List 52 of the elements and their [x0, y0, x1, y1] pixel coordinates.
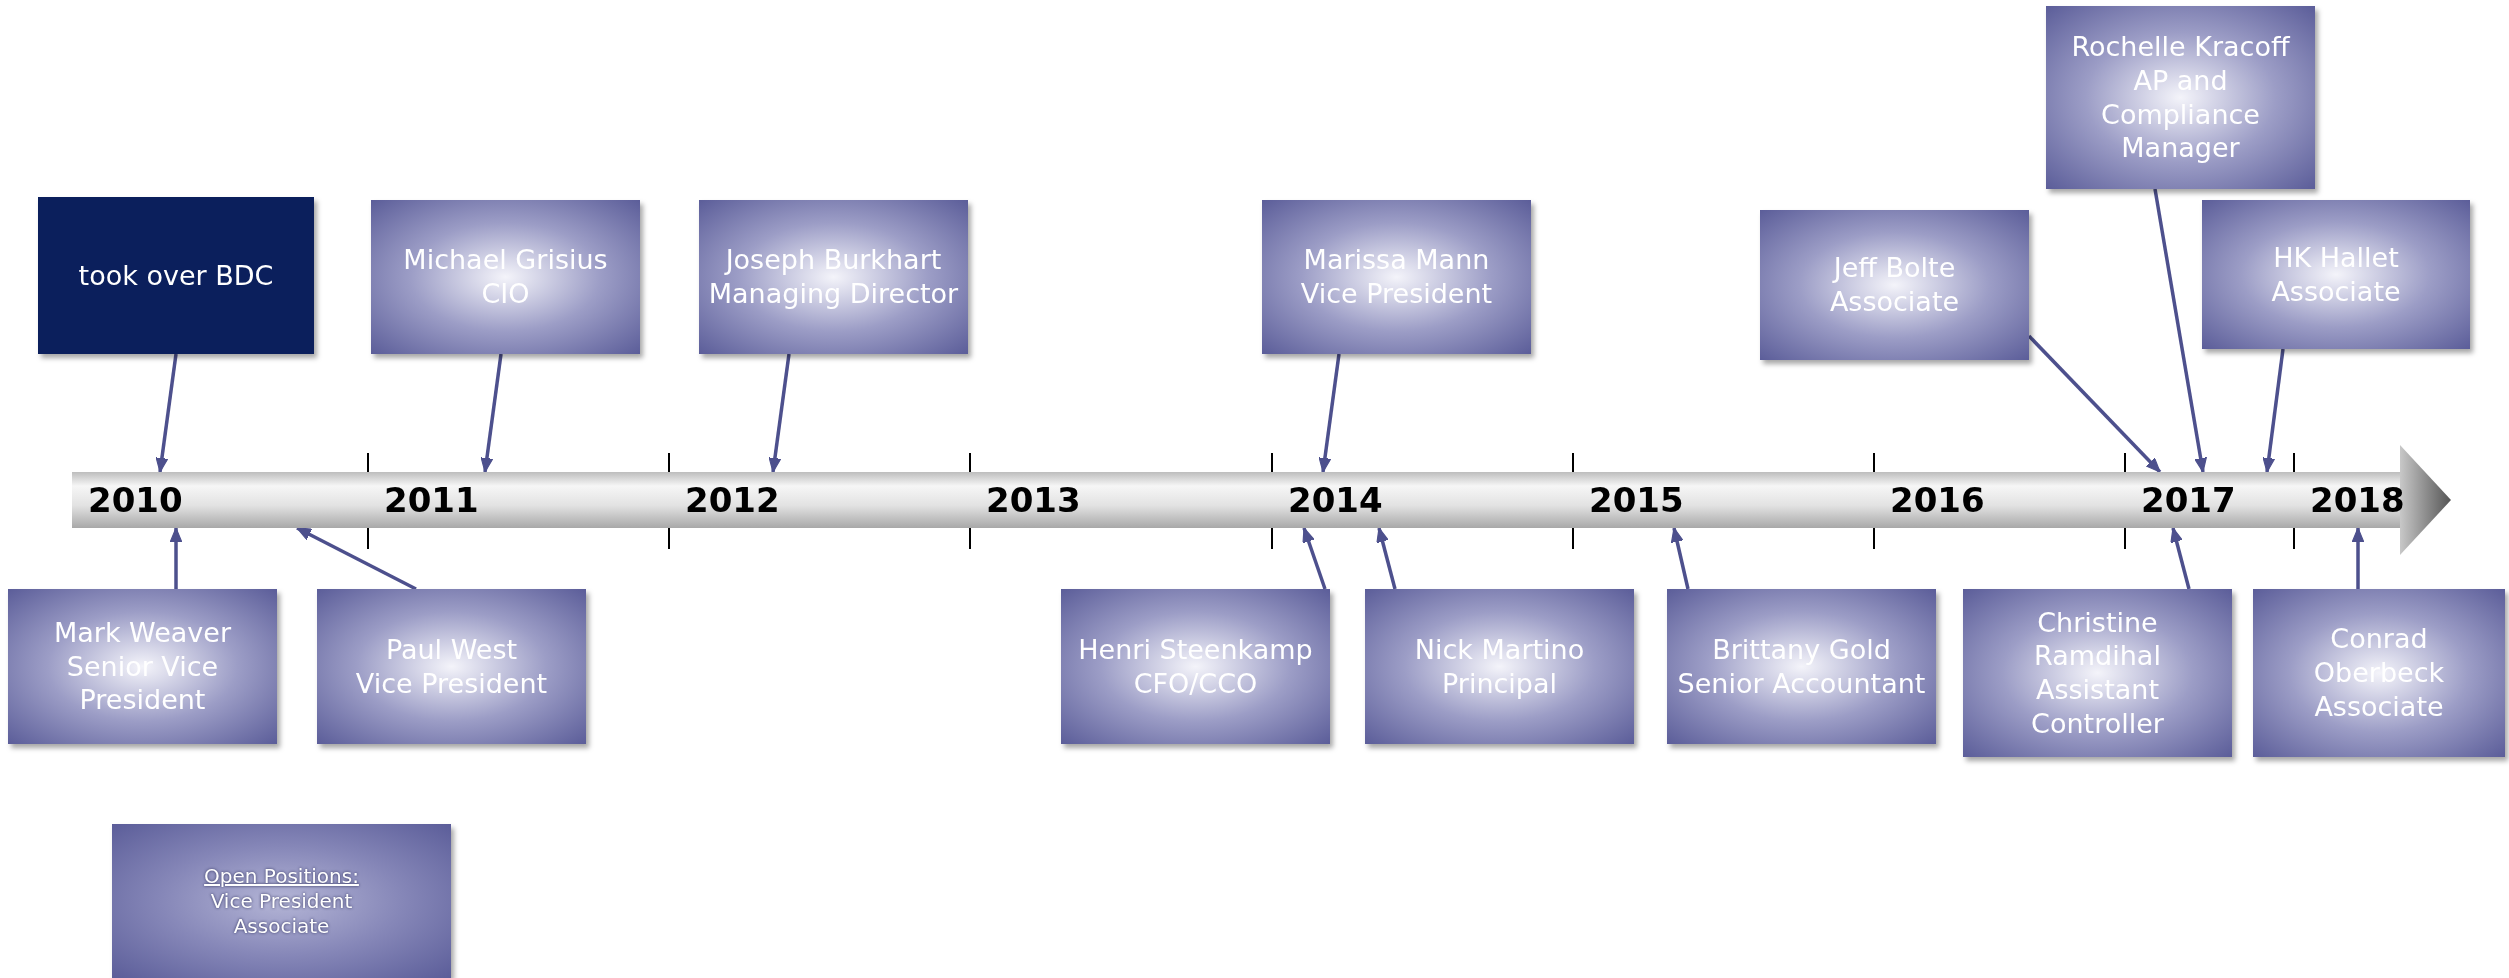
person-box	[1963, 589, 2232, 757]
milestone-text: took over BDC	[78, 258, 274, 293]
person-box	[371, 200, 640, 354]
year-label: 2012	[685, 480, 780, 520]
person-box	[699, 200, 968, 354]
person-box	[1365, 589, 1634, 744]
timeline-arrowhead-segment	[2294, 445, 2451, 555]
person-box	[2202, 200, 2470, 349]
person-name: Christine Ramdihal	[2033, 605, 2162, 673]
year-label: 2014	[1288, 480, 1383, 520]
arrow	[2262, 348, 2285, 473]
arrow	[1318, 353, 1341, 473]
arrow	[480, 353, 503, 473]
person-name: Jeff Bolte	[1833, 251, 1956, 285]
person-box	[2046, 6, 2315, 189]
person-name: Rochelle Kracoff	[2071, 30, 2290, 64]
person-box	[1760, 210, 2029, 360]
person-box	[1061, 589, 1330, 744]
job-title: Associate	[2314, 689, 2444, 724]
person-name: HK Hallet	[2273, 240, 2399, 275]
year-segment	[72, 472, 368, 528]
person-box	[8, 589, 277, 744]
position-title: Associate	[233, 913, 330, 939]
section-heading: Open Positions:	[204, 863, 359, 889]
person-box	[1262, 200, 1531, 354]
milestone-box	[38, 197, 314, 354]
arrow	[296, 526, 417, 591]
person-name: Mark Weaver	[53, 615, 232, 650]
person-box	[1667, 589, 1936, 744]
person-name: Paul West	[385, 632, 518, 667]
arrow	[1376, 527, 1397, 590]
person-box	[2253, 589, 2505, 757]
year-label: 2018	[2310, 480, 2405, 520]
arrow	[2170, 527, 2191, 590]
year-label: 2017	[2141, 480, 2236, 520]
arrow	[169, 527, 183, 589]
arrow	[1302, 527, 1327, 590]
year-label: 2013	[986, 480, 1081, 520]
year-label: 2011	[384, 480, 479, 520]
arrow	[2351, 527, 2365, 589]
person-box	[317, 589, 586, 744]
position-title: Vice President	[210, 888, 353, 914]
arrow	[1670, 527, 1690, 590]
arrow	[768, 353, 791, 473]
arrow	[2153, 188, 2207, 473]
open-positions-box	[112, 824, 451, 978]
job-title: CFO/CCO	[1133, 666, 1258, 701]
year-label: 2016	[1890, 480, 1985, 520]
year-label: 2015	[1589, 480, 1684, 520]
year-label: 2010	[88, 480, 183, 520]
arrow	[155, 353, 178, 473]
job-title: Principal	[1441, 666, 1558, 701]
